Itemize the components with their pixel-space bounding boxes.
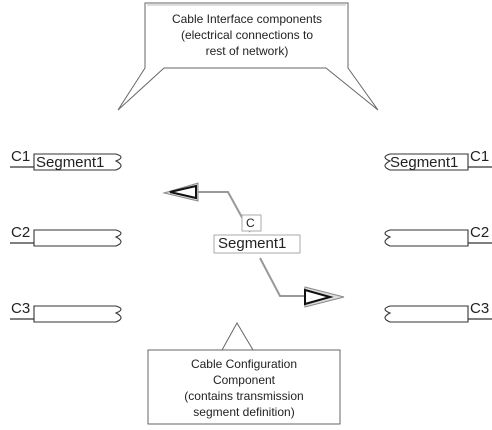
callout-top: [117, 2, 379, 111]
left-c2-label: C2: [11, 224, 31, 241]
right-interface-c2[interactable]: [384, 229, 492, 247]
callout-bottom: [147, 321, 341, 425]
right-c3-label: C3: [470, 300, 490, 317]
callout-bottom-line: segment definition): [193, 405, 295, 419]
callout-top-line: rest of network): [205, 44, 289, 58]
callout-bottom-line: Component: [212, 373, 276, 387]
left-interface-c1[interactable]: [10, 153, 122, 171]
callout-top-line: (electrical connections to: [180, 28, 314, 42]
left-c1-segment: Segment1: [36, 154, 105, 171]
left-c1-label: C1: [11, 148, 31, 165]
callout-bottom-line: Cable Configuration: [190, 357, 298, 371]
arrow-left-icon: [162, 182, 199, 202]
callout-bottom-line: (contains transmission: [184, 389, 304, 403]
left-interface-c2[interactable]: [10, 229, 122, 247]
callout-bottom-text: Cable Configuration Component (contains …: [150, 356, 338, 420]
right-interface-c3[interactable]: [384, 305, 492, 323]
config-component[interactable]: [213, 214, 301, 254]
callout-top-line: Cable Interface components: [171, 12, 323, 26]
right-c2-label: C2: [470, 224, 490, 241]
config-component-segment: Segment1: [218, 235, 287, 252]
right-interface-c1[interactable]: [384, 153, 492, 171]
right-c1-label: C1: [470, 148, 490, 165]
right-c1-segment: Segment1: [390, 154, 459, 171]
config-component-label: C: [246, 216, 255, 230]
callout-top-text: Cable Interface components (electrical c…: [150, 11, 344, 59]
arrow-right-icon: [304, 286, 345, 308]
left-interface-c3[interactable]: [10, 305, 122, 323]
left-c3-label: C3: [11, 300, 31, 317]
